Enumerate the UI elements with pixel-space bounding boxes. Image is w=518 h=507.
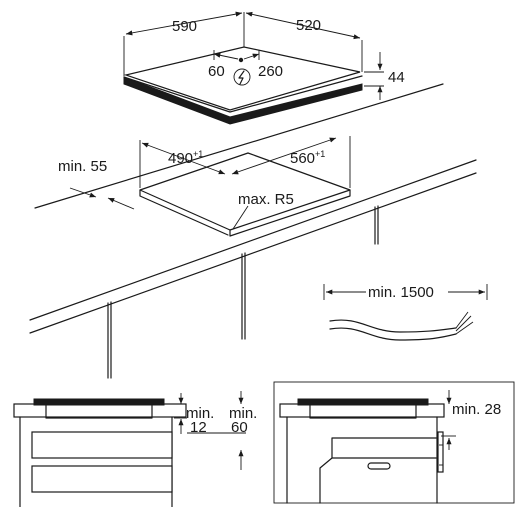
drawer-lower <box>31 465 173 493</box>
label-cutout-560: 560+1 <box>290 149 325 167</box>
dim-line-590 <box>125 11 243 36</box>
label-cable-260: 260 <box>258 63 283 80</box>
hob-body <box>123 76 363 125</box>
oven-unit <box>319 437 437 504</box>
worktop-front-edge <box>29 159 477 321</box>
dim-line-520 <box>245 11 361 40</box>
oven-detail-frame <box>273 381 515 504</box>
electric-hazard-icon <box>233 68 251 86</box>
worktop-section-oven <box>279 403 445 418</box>
label-depth-520: 520 <box>296 17 321 34</box>
drawer-upper <box>31 431 173 459</box>
label-max-r5: max. R5 <box>238 191 294 208</box>
hob-glass-side <box>33 398 165 406</box>
label-min-1500: min. 1500 <box>368 284 434 301</box>
label-width-590: 590 <box>172 18 197 35</box>
label-min-55: min. 55 <box>58 158 107 175</box>
cable-length-view: min. 1500 <box>323 284 488 341</box>
oven-vent <box>437 431 444 473</box>
label-cutout-490: 490+1 <box>168 149 203 167</box>
side-view-drawer-unit: min. 12 min. 60 <box>13 391 257 507</box>
hob-top-view: 590 520 60 260 44 <box>123 11 405 125</box>
worktop-section <box>13 403 187 418</box>
dim-line-490 <box>141 142 226 175</box>
label-min-28: min. 28 <box>452 401 501 418</box>
worktop-cutout-view: 490+1 560+1 min. 55 max. R5 <box>29 83 477 379</box>
power-cable <box>329 319 457 333</box>
label-min-60-a: min. <box>229 405 257 422</box>
side-view-oven-unit: min. 28 <box>273 381 515 504</box>
dim-line-min-55 <box>69 187 97 198</box>
dim-line-560 <box>231 137 337 175</box>
label-min-12-b: 12 <box>190 419 207 436</box>
label-min-60-b: 60 <box>231 419 248 436</box>
label-cable-60: 60 <box>208 63 225 80</box>
label-height-44: 44 <box>388 69 405 86</box>
cable-entry-point <box>238 57 244 63</box>
oven-handle <box>367 462 391 470</box>
label-min-12-a: min. <box>186 405 214 422</box>
